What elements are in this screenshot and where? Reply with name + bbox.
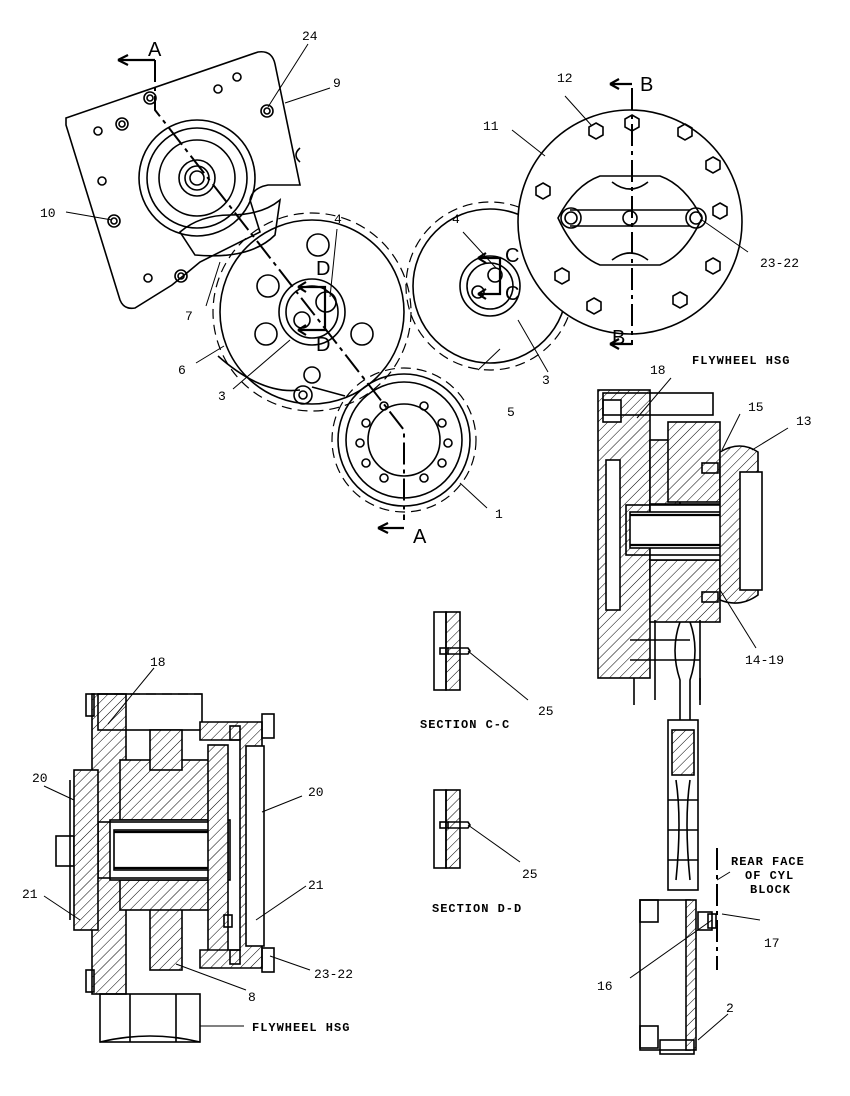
label-18-right: 18 <box>650 363 666 378</box>
label-7: 7 <box>185 309 193 324</box>
label-25-dd: 25 <box>522 867 538 882</box>
label-20-right: 20 <box>308 785 324 800</box>
section-dd-detail <box>433 789 521 869</box>
label-17: 17 <box>764 936 780 951</box>
section-a-view <box>55 693 275 1043</box>
caption-rear-face-line1: REAR FACE <box>731 855 805 869</box>
section-d-bottom-marker: D <box>316 334 330 356</box>
label-23-22-bottom: 23-22 <box>314 967 353 982</box>
section-cc-detail <box>433 611 529 701</box>
label-14-19: 14-19 <box>745 653 784 668</box>
section-d-top-marker: D <box>316 258 330 280</box>
section-c-bottom-marker: C <box>505 283 519 305</box>
leader-lines-right <box>629 377 789 1041</box>
idler-gear-6 <box>212 212 412 412</box>
label-1: 1 <box>495 507 503 522</box>
label-3-left: 3 <box>218 389 226 404</box>
label-24: 24 <box>302 29 318 44</box>
caption-section-dd: SECTION D-D <box>432 902 522 916</box>
caption-rear-face-line3: BLOCK <box>750 883 791 897</box>
caption-flywheel-hsg-top: FLYWHEEL HSG <box>692 354 790 368</box>
label-4-left: 4 <box>334 212 342 227</box>
caption-flywheel-hsg-bottom: FLYWHEEL HSG <box>252 1021 350 1035</box>
idler-plate-assembly <box>65 50 301 310</box>
caption-rear-face-line2: OF CYL <box>745 869 794 883</box>
section-line-c <box>477 252 502 300</box>
section-b-view <box>597 389 763 720</box>
section-line-b <box>609 78 633 350</box>
label-20-left: 20 <box>32 771 48 786</box>
label-15: 15 <box>748 400 764 415</box>
label-25-cc: 25 <box>538 704 554 719</box>
label-16: 16 <box>597 979 613 994</box>
section-line-a <box>117 54 405 534</box>
label-18-left: 18 <box>150 655 166 670</box>
label-21-right: 21 <box>308 878 324 893</box>
label-23-22-top: 23-22 <box>760 256 799 271</box>
label-5: 5 <box>507 405 515 420</box>
label-3-right: 3 <box>542 373 550 388</box>
front-gear-2 <box>639 848 718 1055</box>
leader-lines-left <box>43 667 311 1027</box>
section-a-top-marker: A <box>148 39 162 61</box>
section-c-top-marker: C <box>505 245 519 267</box>
label-21-left: 21 <box>22 887 38 902</box>
section-a-bottom-marker: A <box>413 526 427 548</box>
section-line-d <box>297 281 327 336</box>
label-4-right: 4 <box>452 212 460 227</box>
label-11: 11 <box>483 119 499 134</box>
label-9: 9 <box>333 76 341 91</box>
label-13: 13 <box>796 414 812 429</box>
cover-11 <box>517 109 743 335</box>
leader-lines-top <box>65 43 749 509</box>
idler-shaft-strip <box>667 719 699 891</box>
label-6: 6 <box>178 363 186 378</box>
label-10: 10 <box>40 206 56 221</box>
caption-section-cc: SECTION C-C <box>420 718 510 732</box>
label-12: 12 <box>557 71 573 86</box>
section-b-top-marker: B <box>640 74 653 96</box>
label-8: 8 <box>248 990 256 1005</box>
label-2: 2 <box>726 1001 734 1016</box>
section-b-bottom-marker: B <box>612 327 625 349</box>
